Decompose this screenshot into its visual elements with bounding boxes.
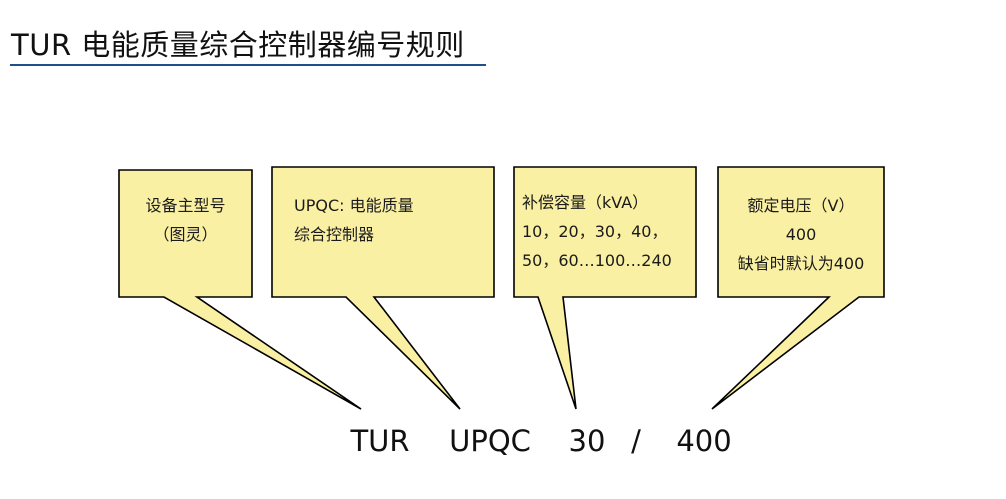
main-model-line: （图灵） — [153, 225, 218, 244]
page-title: TUR 电能质量综合控制器编号规则 — [11, 28, 465, 62]
callout-upqc — [271, 166, 495, 410]
capacity-text: 补偿容量（kVA） 10，20，30，40， 50，60…100…240 — [522, 188, 672, 275]
main-model-line: 设备主型号 — [145, 196, 226, 215]
capacity-line: 补偿容量（kVA） — [522, 193, 649, 212]
voltage-line: 额定电压（V） — [747, 196, 855, 215]
voltage-text: 额定电压（V） 400 缺省时默认为400 — [718, 191, 884, 278]
upqc-text: UPQC: 电能质量 综合控制器 — [294, 191, 414, 249]
capacity-line: 10，20，30，40， — [522, 222, 668, 241]
main-model-text: 设备主型号 （图灵） — [119, 191, 252, 249]
callout-voltage — [711, 166, 885, 410]
capacity-line: 50，60…100…240 — [522, 251, 672, 270]
upqc-line: UPQC: 电能质量 — [294, 196, 414, 215]
callout-main-model — [118, 169, 362, 410]
model-part-upqc: UPQC — [449, 424, 531, 458]
model-part-capacity: 30 — [568, 424, 606, 458]
model-part-tur: TUR — [350, 424, 410, 458]
voltage-line: 400 — [785, 225, 817, 244]
voltage-line: 缺省时默认为400 — [737, 254, 865, 273]
model-part-voltage: 400 — [676, 424, 732, 458]
model-part-slash: / — [631, 424, 641, 458]
upqc-line: 综合控制器 — [294, 225, 375, 244]
callout-capacity — [513, 166, 697, 410]
title-underline — [10, 64, 486, 66]
